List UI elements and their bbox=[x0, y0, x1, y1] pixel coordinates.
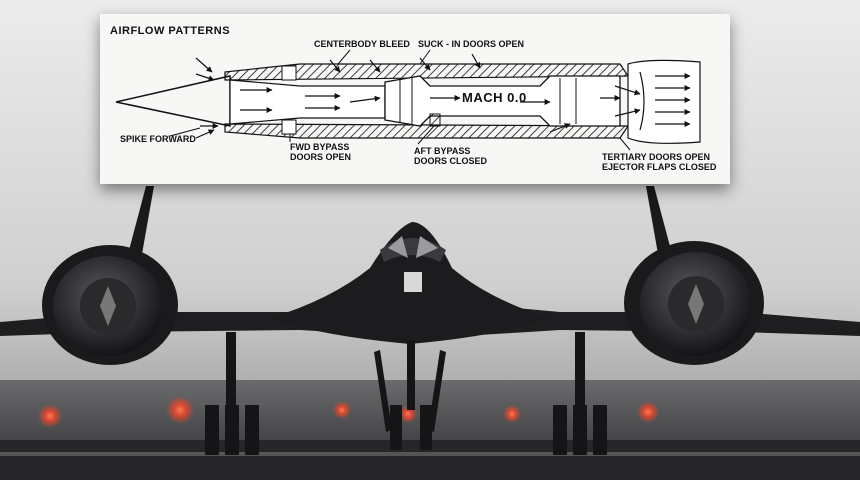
fwd-bypass-door bbox=[281, 65, 297, 81]
ejector-nozzle bbox=[627, 59, 701, 144]
aft-bypass-door bbox=[429, 113, 441, 127]
label-tertiary-doors: TERTIARY DOORS OPEN bbox=[602, 152, 711, 162]
right-tail bbox=[646, 186, 672, 254]
diagram-title: AIRFLOW PATTERNS bbox=[110, 25, 231, 37]
right-nacelle bbox=[624, 241, 764, 365]
runway-lights bbox=[38, 396, 659, 428]
centerbody bbox=[229, 79, 386, 125]
label-fwd-bypass: FWD BYPASS bbox=[290, 142, 350, 152]
nacelle-upper-wall bbox=[224, 63, 630, 81]
left-nacelle bbox=[42, 245, 178, 365]
label-aft-bypass: AFT BYPASS bbox=[414, 146, 471, 156]
airflow-diagram-card: AIRFLOW PATTERNS CENTERBODY BLEED SUCK -… bbox=[100, 14, 730, 184]
label-suck-in-doors: SUCK - IN DOORS OPEN bbox=[418, 39, 525, 49]
label-mach: MACH 0.0 bbox=[462, 90, 527, 105]
engine-core bbox=[384, 75, 621, 127]
label-spike-forward: SPIKE FORWARD bbox=[120, 134, 196, 144]
spike bbox=[115, 75, 231, 127]
label-aft-bypass-doors: DOORS CLOSED bbox=[414, 156, 488, 166]
label-centerbody-bleed: CENTERBODY BLEED bbox=[314, 39, 410, 49]
label-ejector-flaps: EJECTOR FLAPS CLOSED bbox=[602, 162, 717, 172]
label-fwd-bypass-doors: DOORS OPEN bbox=[290, 152, 352, 162]
airflow-arrows bbox=[195, 53, 691, 139]
landing-gear bbox=[205, 332, 607, 455]
engine-cross-section bbox=[115, 49, 701, 151]
left-tail bbox=[128, 186, 154, 254]
